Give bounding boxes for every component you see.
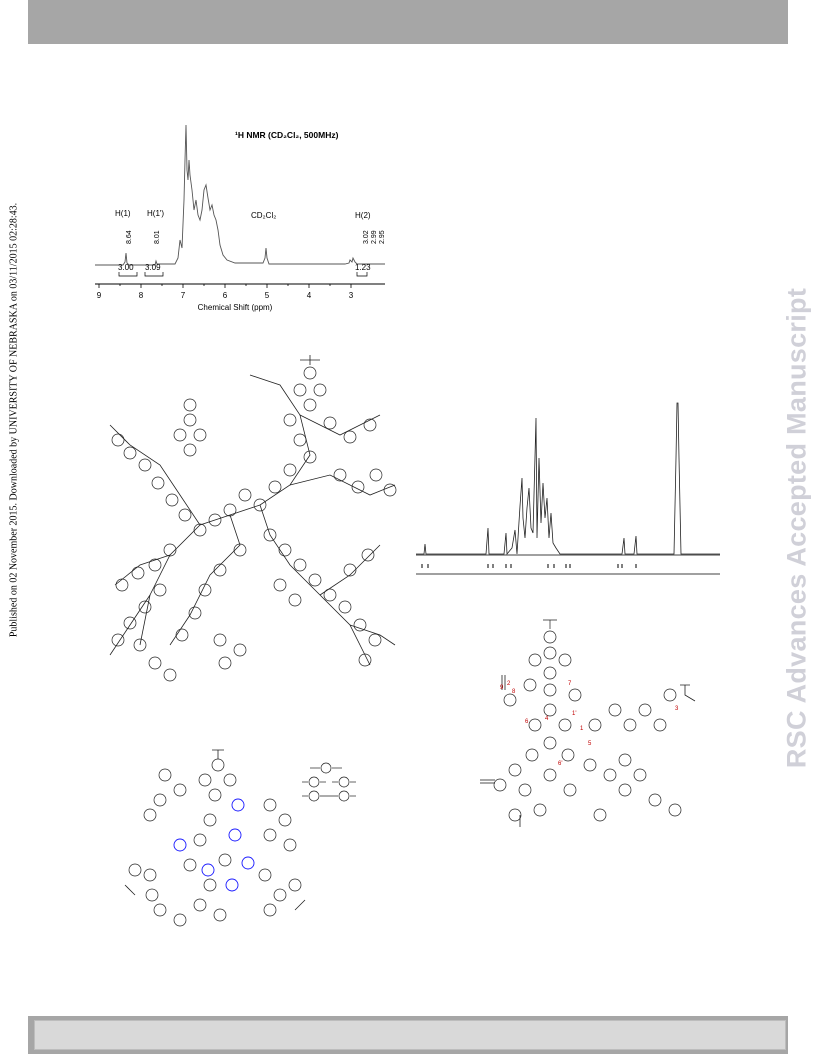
peak-shift-label: 2.99 <box>371 230 378 244</box>
atom-label: 1' <box>572 711 576 717</box>
red-atom-labels: 2 9 8 7 6 4 3 1 5 1' 6' <box>500 681 679 767</box>
tick-label: 9 <box>97 291 102 300</box>
benzene-rings <box>111 366 397 682</box>
nmr-tick-marks <box>98 284 352 288</box>
nmr2-integral-marks <box>421 564 637 568</box>
atom-label: 9 <box>500 685 504 691</box>
atom-label: 6' <box>558 761 562 767</box>
footer-inner <box>34 1020 786 1050</box>
atom-label: 1 <box>580 726 584 732</box>
nmr-trace <box>95 124 385 266</box>
peak-shift-label: 8.01 <box>154 230 161 244</box>
nmr-spectrum-2-figure <box>416 402 720 575</box>
header-bar <box>28 0 788 44</box>
accepted-manuscript-watermark: RSC Advances Accepted Manuscript <box>781 287 812 769</box>
footer-bar <box>28 1016 788 1054</box>
tick-label: 4 <box>307 291 312 300</box>
atom-label: 7 <box>568 681 572 687</box>
peak-shift-label: 3.02 <box>363 230 370 244</box>
label-h2: H(2) <box>355 211 371 220</box>
publication-note: Published on 02 November 2015. Downloade… <box>8 202 20 638</box>
tick-label: 6 <box>223 291 228 300</box>
tick-label: 3 <box>349 291 354 300</box>
atom-label: 2 <box>507 681 511 687</box>
structure-drawing <box>109 355 396 666</box>
integral-label: 3.00 <box>118 263 134 272</box>
integral-label: 1.23 <box>355 263 371 272</box>
label-h1: H(1) <box>115 209 131 218</box>
atom-label: 6 <box>525 719 529 725</box>
integral-label: 3.09 <box>145 263 161 272</box>
linker-legend <box>302 762 356 802</box>
atom-label: 5 <box>588 741 592 747</box>
nmr-title: ¹H NMR (CD₂Cl₂, 500MHz) <box>235 130 339 140</box>
pyridine-rings-highlighted <box>173 798 255 892</box>
label-solvent: CD₂Cl₂ <box>251 211 276 220</box>
peak-shift-label: 8.64 <box>126 230 133 244</box>
tick-label: 5 <box>265 291 270 300</box>
atom-label: 8 <box>512 689 516 695</box>
labelled-structure: 2 9 8 7 6 4 3 1 5 1' 6' <box>480 619 696 827</box>
nmr-spectrum-figure: 9 8 7 6 5 4 3 Chemical Shift (ppm) ¹H NM… <box>95 124 386 312</box>
tick-label: 7 <box>181 291 186 300</box>
atom-label: 3 <box>675 706 679 712</box>
label-h1prime: H(1') <box>147 209 164 218</box>
dendrimer-structure-large <box>109 355 397 682</box>
dendrimer-structure-pyridine <box>124 749 306 927</box>
peak-shift-label: 2.95 <box>379 230 386 244</box>
atom-label: 4 <box>545 716 549 722</box>
tick-label: 8 <box>139 291 144 300</box>
nmr2-trace <box>416 402 720 556</box>
nmr-x-axis-label: Chemical Shift (ppm) <box>198 303 273 312</box>
